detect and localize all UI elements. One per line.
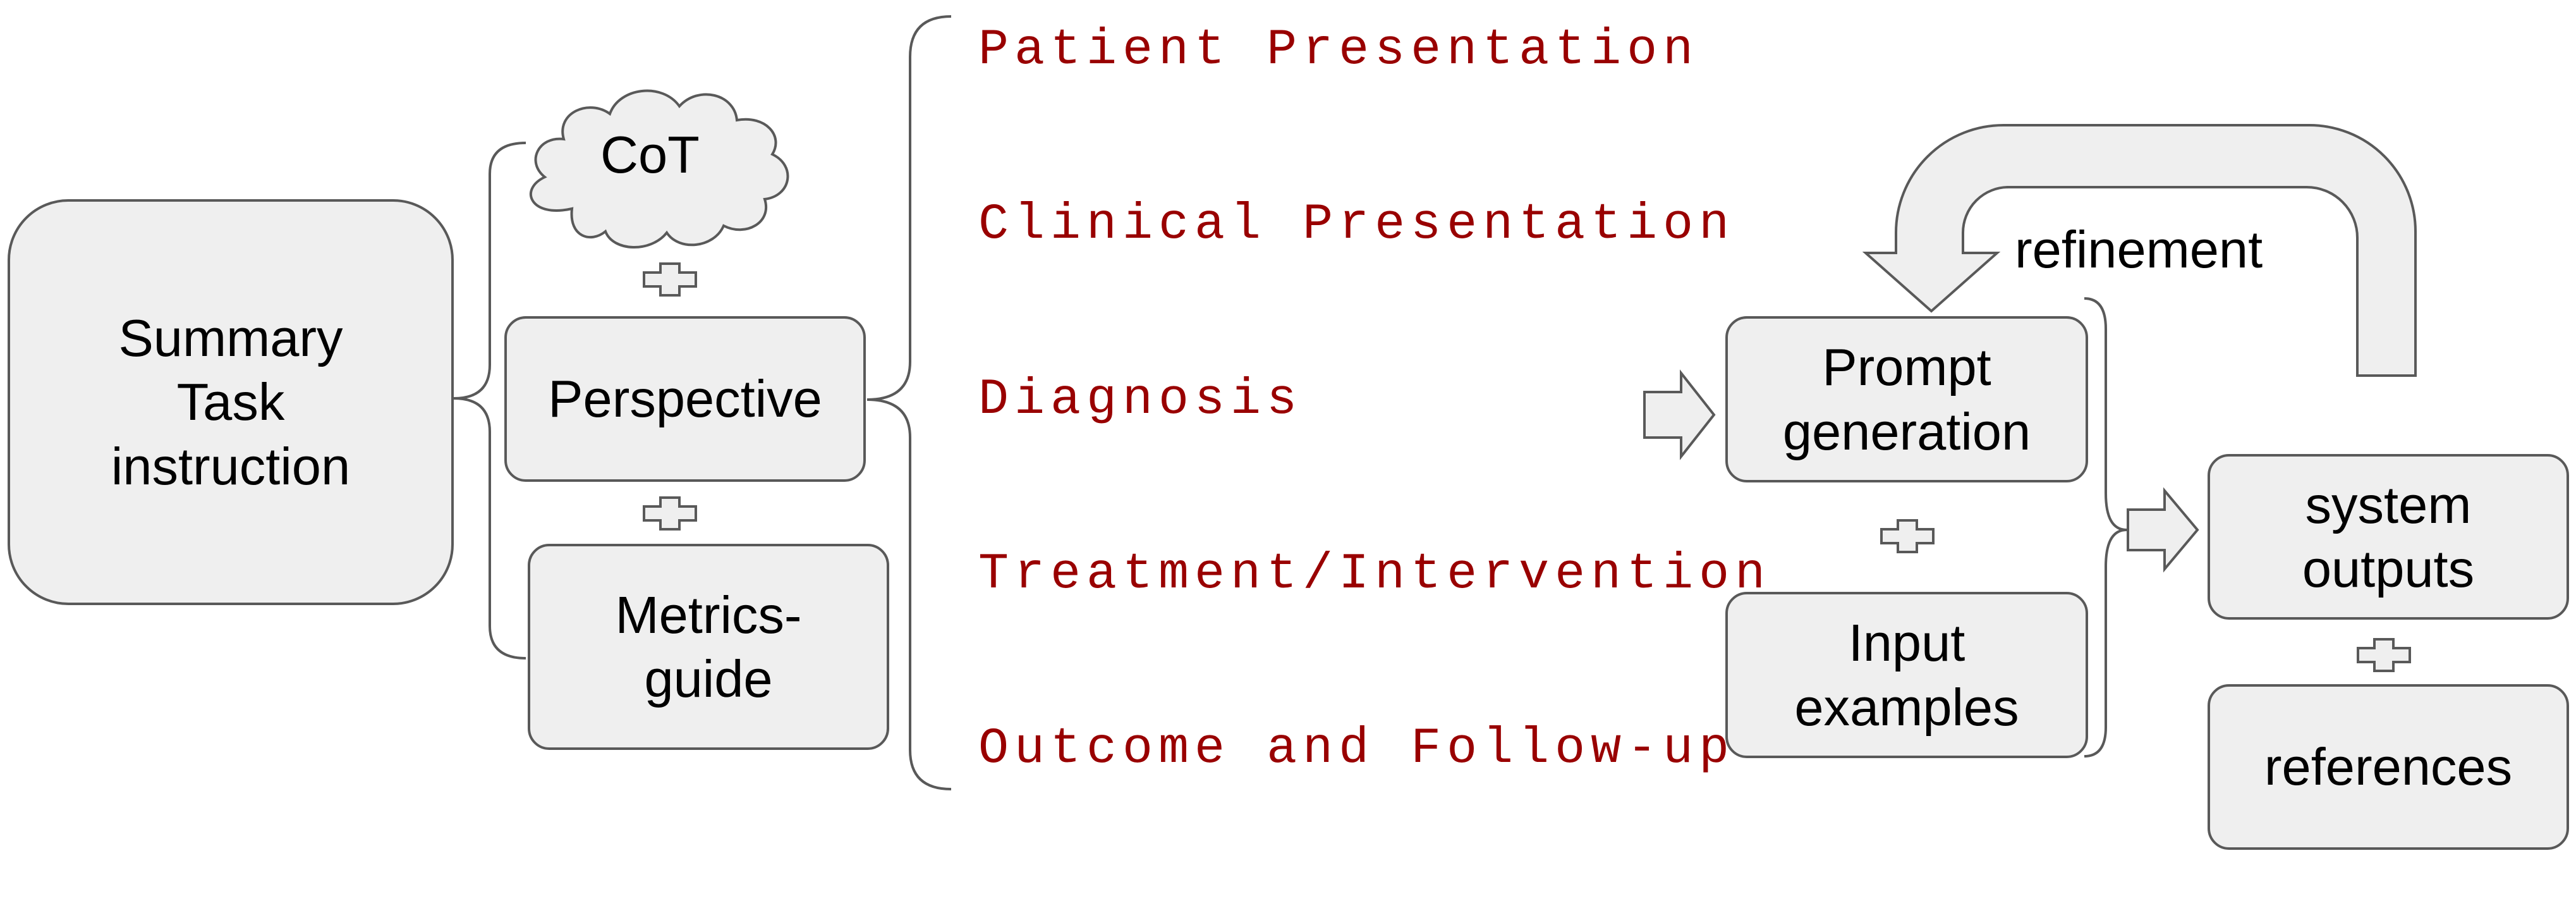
cot-cloud-shape (530, 89, 789, 248)
summary-task-label: Summary Task instruction (111, 309, 351, 496)
plus-icon-input (1880, 519, 1935, 553)
perspective-label: Perspective (548, 369, 822, 429)
refinement-label: refinement (2015, 220, 2263, 279)
plus-icon-metrics (643, 496, 697, 531)
arrow-to-outputs (2127, 487, 2199, 573)
perspective-item: Outcome and Follow-up (978, 720, 1735, 778)
perspective-item: Patient Presentation (978, 21, 1699, 79)
brace-right (2084, 297, 2127, 758)
prompt-generation-box: Prompt generation (1725, 316, 2088, 482)
prompt-generation-label: Prompt generation (1782, 338, 2031, 461)
metrics-guide-box: Metrics- guide (528, 544, 889, 750)
refinement-arrow (1862, 124, 2417, 377)
cot-label: CoT (600, 125, 700, 184)
perspective-item: Diagnosis (978, 371, 1303, 429)
input-examples-label: Input examples (1794, 613, 2019, 737)
brace-left (453, 142, 526, 660)
perspective-item: Clinical Presentation (978, 196, 1735, 254)
arrow-to-prompt (1643, 369, 1716, 460)
system-outputs-box: system outputs (2208, 454, 2569, 620)
perspective-box: Perspective (504, 316, 866, 482)
summary-task-box: Summary Task instruction (8, 199, 454, 605)
system-outputs-label: system outputs (2302, 475, 2475, 598)
perspective-item: Treatment/Intervention (978, 546, 1771, 603)
input-examples-box: Input examples (1725, 592, 2088, 758)
references-label: references (2264, 737, 2513, 797)
plus-icon-cot (643, 262, 697, 297)
references-box: references (2208, 684, 2569, 850)
plus-icon-references (2357, 638, 2411, 672)
metrics-guide-label: Metrics- guide (615, 585, 802, 708)
brace-perspectives (866, 15, 952, 790)
